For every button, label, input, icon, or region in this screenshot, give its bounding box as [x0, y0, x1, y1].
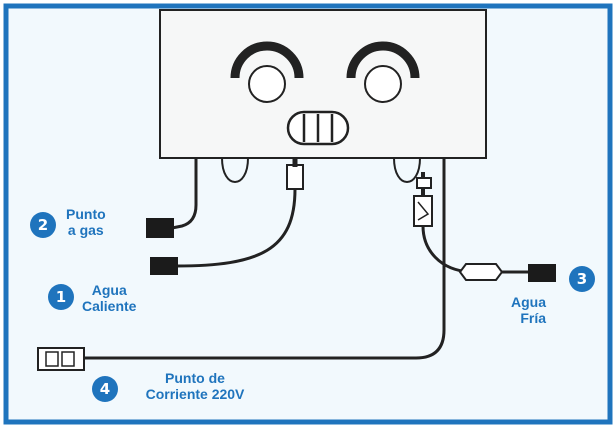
- callout-label-line: Caliente: [82, 298, 137, 314]
- callout-badge-3: 3: [569, 266, 595, 292]
- gas-pipe: [171, 158, 198, 230]
- cold-water-connector: [528, 264, 556, 282]
- callout-badge-1: 1: [48, 284, 74, 310]
- gas-connector: [146, 218, 174, 238]
- left-drain-loop: [221, 157, 249, 183]
- callout-label-line: Corriente 220V: [145, 386, 245, 402]
- callout-label-line: a gas: [67, 222, 104, 238]
- callout-label-agua-caliente: Agua Caliente: [82, 282, 136, 314]
- right-drain-loop: [393, 157, 421, 183]
- callout-label-punto-gas: Punto a gas: [66, 206, 106, 238]
- power-outlet-icon: [37, 347, 85, 371]
- hot-water-fitting: [286, 164, 304, 190]
- power-cable: [84, 158, 446, 360]
- callout-label-line: Agua: [91, 282, 127, 298]
- callout-label-line: Fría: [520, 310, 546, 326]
- left-control-knob-icon: [230, 41, 304, 103]
- callout-label-agua-fria: Agua Fría: [511, 294, 546, 326]
- hot-water-pipe: [175, 188, 297, 268]
- callout-badge-4: 4: [92, 376, 118, 402]
- callout-label-punto-corriente: Punto de Corriente 220V: [126, 370, 264, 402]
- callout-label-line: Agua: [511, 294, 546, 310]
- callout-label-line: Punto de: [165, 370, 225, 386]
- hot-water-connector: [150, 257, 178, 275]
- cold-water-valve: [413, 172, 433, 227]
- cold-water-inline-valve: [458, 263, 504, 281]
- pilot-window-icon: [286, 110, 350, 146]
- right-control-knob-icon: [346, 41, 420, 103]
- callout-label-line: Punto: [66, 206, 106, 222]
- callout-badge-2: 2: [30, 212, 56, 238]
